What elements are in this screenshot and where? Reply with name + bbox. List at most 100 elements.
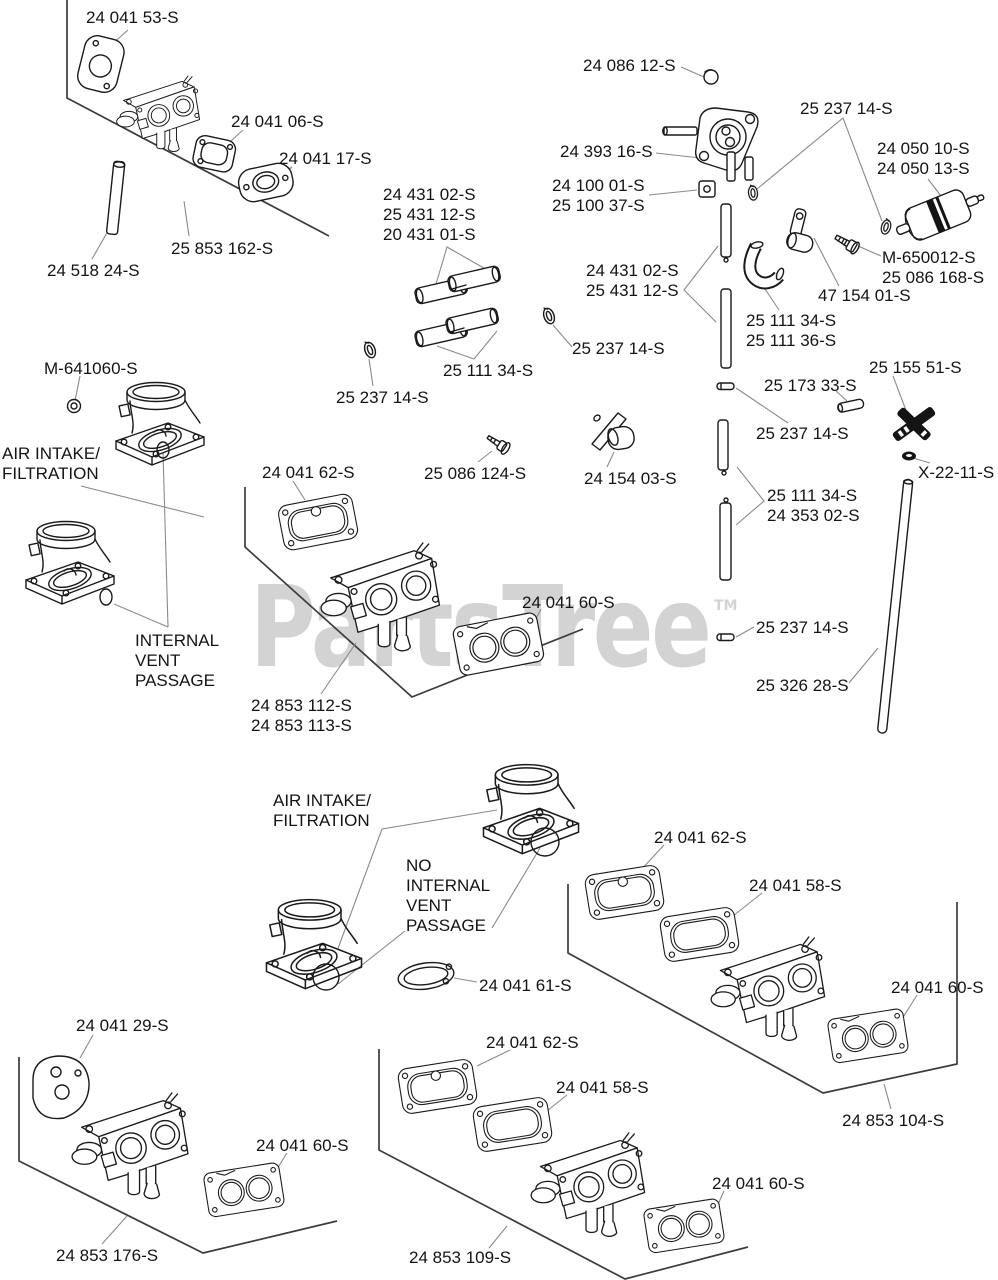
diagram-note-line: INTERNAL (406, 876, 491, 895)
part-number-label-line: 25 237 14-S (800, 99, 893, 118)
part-number-label: 24 041 53-S (86, 8, 179, 28)
part-number-label-line: 25 086 124-S (424, 464, 527, 483)
tube-25-173-33 (837, 398, 865, 413)
part-number-label-line: 25 326 28-S (756, 676, 849, 695)
part-number-label: 24 154 03-S (584, 469, 677, 489)
part-number-label: 24 041 62-S (262, 463, 355, 483)
part-number-label-line: 25 431 12-S (383, 205, 476, 224)
part-number-label-line: 24 853 113-S (251, 716, 352, 735)
part-number-label-line: 24 431 02-S (383, 185, 476, 204)
part-number-label-line: 24 431 02-S (586, 261, 679, 280)
part-number-label-line: 24 154 03-S (584, 469, 677, 488)
guide-24-154-03 (591, 412, 635, 451)
tube-24-518-24 (105, 160, 126, 236)
part-number-label-line: 24 041 29-S (76, 1016, 169, 1035)
clamp-47-154-01 (786, 208, 814, 253)
part-number-label-line: 25 237 14-S (572, 339, 665, 358)
part-number-label-line: 24 041 53-S (86, 8, 179, 27)
part-number-label: 24 518 24-S (47, 261, 140, 281)
clamp-ring-24-041-61 (397, 961, 455, 991)
part-number-label-line: 24 041 62-S (654, 828, 747, 847)
fuel-filter-24-050 (895, 189, 985, 241)
part-number-label: 24 041 60-S (891, 978, 984, 998)
diagram-note-line: PASSAGE (135, 671, 215, 690)
part-number-label-line: 24 041 60-S (891, 978, 984, 997)
fuel-line-tubes (717, 203, 732, 581)
part-number-label-line: 25 431 12-S (586, 281, 679, 300)
diagram-note-line: NO (406, 856, 432, 875)
part-number-label: 25 237 14-S (756, 424, 849, 444)
part-number-label-line: 24 518 24-S (47, 261, 140, 280)
part-number-label-line: 24 041 60-S (522, 593, 615, 612)
part-number-label-line: 24 086 12-S (583, 56, 676, 75)
part-number-label-line: 24 041 61-S (479, 976, 572, 995)
part-number-label-line: 24 853 112-S (251, 696, 352, 715)
gasket-24-041-06 (192, 134, 237, 173)
part-number-label: 24 041 29-S (76, 1016, 169, 1036)
part-number-label-line: 24 041 60-S (256, 1136, 349, 1155)
part-number-label: 25 853 162-S (171, 239, 273, 259)
part-number-label-line: 25 237 14-S (756, 618, 849, 637)
part-number-label: 25 111 34-S (443, 361, 533, 381)
part-number-label: 25 155 51-S (869, 358, 962, 378)
part-number-label-line: 24 853 104-S (842, 1111, 945, 1130)
part-number-label-line: 25 853 162-S (171, 239, 274, 258)
part-number-label: 24 853 176-S (56, 1246, 158, 1266)
part-number-label: 24 041 61-S (479, 976, 572, 996)
part-number-label: 24 041 06-S (231, 112, 324, 132)
part-number-label: 24 393 16-S (560, 142, 653, 162)
part-number-label-line: 25 100 37-S (552, 196, 645, 215)
part-number-label: 25 086 124-S (424, 464, 526, 484)
diagram-note-line: VENT (135, 651, 181, 670)
part-number-label-line: 25 173 33-S (764, 376, 857, 395)
part-number-label-line: 24 041 06-S (231, 112, 324, 131)
clip-25-237-14 (716, 633, 735, 642)
part-number-label-line: 25 237 14-S (756, 424, 849, 443)
part-number-label-line: 24 050 13-S (877, 159, 970, 178)
part-number-label: 24 041 60-S (522, 593, 615, 613)
part-number-label: 24 041 60-S (712, 1174, 805, 1194)
o-ring-x-22-11 (902, 451, 916, 461)
part-number-label-line: 20 431 01-S (383, 225, 476, 244)
gasket-24-041-53 (76, 35, 125, 94)
part-number-label-line: 24 100 01-S (552, 176, 645, 195)
part-number-label: 25 326 28-S (756, 676, 849, 696)
rod-25-326-28 (877, 478, 914, 734)
part-number-label-line: 25 111 34-S (746, 311, 837, 330)
gasket-24-041-17 (237, 162, 294, 203)
part-number-label-line: 25 111 34-S (767, 486, 858, 505)
part-number-label: 24 041 60-S (256, 1136, 349, 1156)
part-number-label-line: 24 393 16-S (560, 142, 653, 161)
part-number-label-line: 47 154 01-S (818, 286, 911, 305)
part-number-label-line: 24 041 60-S (712, 1174, 805, 1193)
diagram-note-line: INTERNAL (135, 631, 220, 650)
part-number-label-line: 25 111 36-S (746, 331, 837, 350)
plate-24-041-29 (32, 1055, 90, 1120)
diagram-note: AIR INTAKE/FILTRATION (2, 444, 100, 484)
part-number-label: X-22-11-S (918, 463, 994, 483)
hose-segments-center (413, 264, 502, 349)
part-number-label: 24 041 58-S (556, 1078, 649, 1098)
diagram-note-line: PASSAGE (406, 916, 486, 935)
part-number-label: 25 237 14-S (572, 339, 665, 359)
part-number-label: 25 237 14-S (756, 618, 849, 638)
watermark-tm-icon: TM (714, 598, 738, 614)
nut-m-641060 (66, 398, 82, 414)
part-number-label-line: 24 041 58-S (749, 876, 842, 895)
part-number-label: 24 041 62-S (654, 828, 747, 848)
part-number-label-line: 24 041 62-S (486, 1033, 579, 1052)
parts-artwork (25, 35, 985, 1255)
diagram-note-line: AIR INTAKE/ (273, 791, 371, 810)
part-number-label: 24 086 12-S (583, 56, 676, 76)
part-number-label-line: M-650012-S (882, 248, 976, 267)
part-number-label: M-641060-S (44, 359, 138, 379)
diagram-note: AIR INTAKE/FILTRATION (273, 791, 371, 831)
